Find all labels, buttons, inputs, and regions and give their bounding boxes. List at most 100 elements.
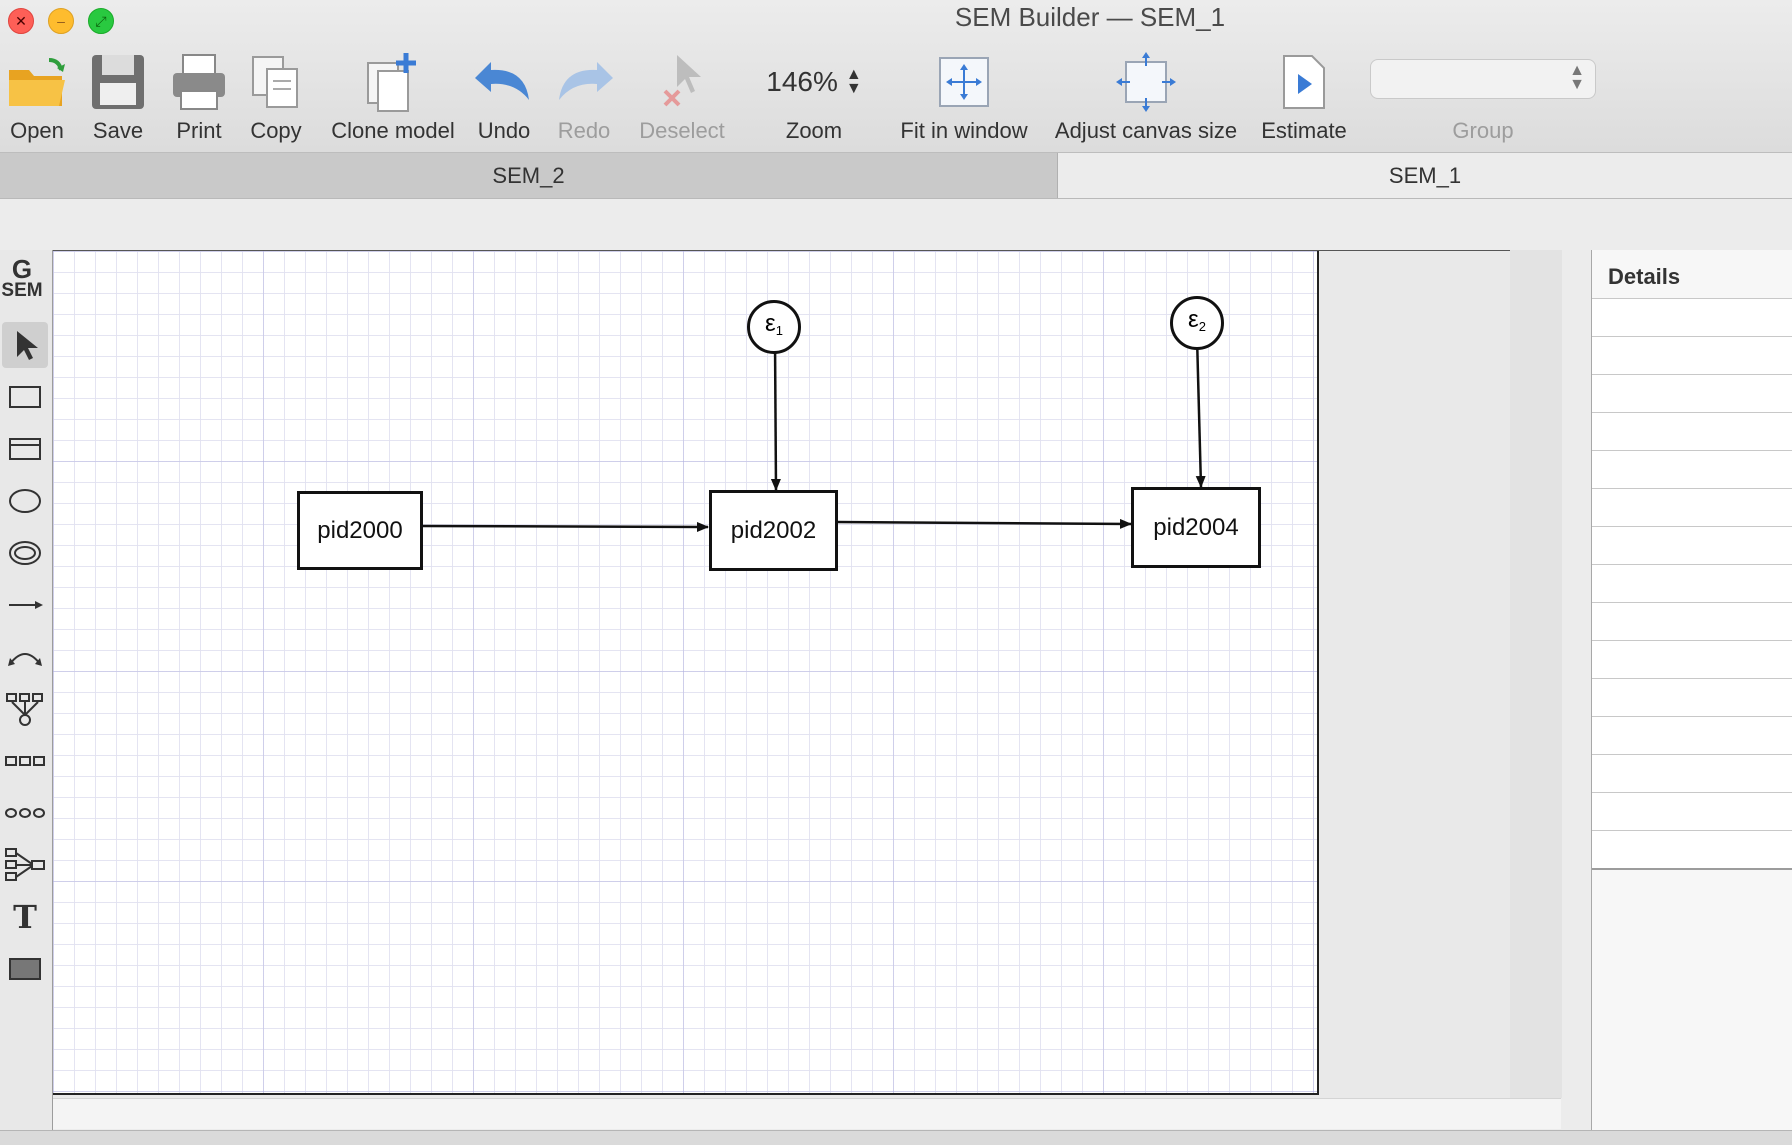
copy-button[interactable]: Copy xyxy=(244,46,308,146)
covariance-tool[interactable] xyxy=(2,634,48,680)
error-term-e2[interactable]: ε2 xyxy=(1170,296,1224,350)
paths-layer xyxy=(420,336,1206,532)
horizontal-scrollbar[interactable] xyxy=(53,1098,1561,1129)
measurement-component-icon xyxy=(6,693,43,726)
error-symbol: ε xyxy=(1188,306,1199,333)
arrow-right-icon xyxy=(9,601,43,609)
curved-arrow-icon xyxy=(8,653,42,666)
pointer-icon xyxy=(17,331,38,360)
details-row[interactable] xyxy=(1592,640,1792,679)
save-label: Save xyxy=(92,118,144,143)
print-button[interactable]: Print xyxy=(164,46,234,146)
redo-arrow-icon xyxy=(550,46,618,118)
group-label: Group xyxy=(1452,118,1514,143)
undo-arrow-icon xyxy=(470,46,538,118)
clone-model-button[interactable]: Clone model xyxy=(324,46,462,146)
status-bar xyxy=(0,1130,1792,1145)
regression-component-icon xyxy=(5,848,45,881)
details-row[interactable] xyxy=(1592,336,1792,375)
fit-in-window-label: Fit in window xyxy=(900,118,1028,143)
observed-variable-pid2000[interactable]: pid2000 xyxy=(297,491,423,570)
details-row[interactable] xyxy=(1592,678,1792,717)
latent-variable-tool[interactable] xyxy=(2,478,48,524)
zoom-label: Zoom xyxy=(785,118,843,143)
copy-documents-icon xyxy=(244,46,308,118)
text-t-icon: T xyxy=(13,898,37,936)
details-row[interactable] xyxy=(1592,754,1792,793)
path-e2-to-pid2004[interactable] xyxy=(1195,336,1206,488)
path-pid2002-to-pid2004[interactable] xyxy=(835,518,1132,529)
details-row[interactable] xyxy=(1592,716,1792,755)
clone-model-icon xyxy=(324,46,462,118)
group-control: Group xyxy=(1370,46,1596,146)
path-tool[interactable] xyxy=(2,582,48,628)
generalized-observed-tool[interactable] xyxy=(2,426,48,472)
close-window-button[interactable]: ✕ xyxy=(8,8,34,34)
double-ellipse-icon xyxy=(9,541,41,565)
measurement-component-tool[interactable] xyxy=(2,686,48,732)
error-index: 1 xyxy=(775,323,783,339)
tab-sem-1[interactable]: SEM_1 xyxy=(1058,153,1792,198)
details-row[interactable] xyxy=(1592,488,1792,527)
path-pid2000-to-pid2002[interactable] xyxy=(420,521,709,532)
adjust-canvas-size-label: Adjust canvas size xyxy=(1054,118,1238,143)
deselect-pointer-icon xyxy=(630,46,734,118)
open-button[interactable]: Open xyxy=(4,46,70,146)
details-row[interactable] xyxy=(1592,412,1792,451)
toolbar: ✕ – ⤢ SEM Builder — SEM_1 Open Save Prin… xyxy=(0,0,1792,153)
rectangle-icon xyxy=(9,386,41,408)
open-folder-icon xyxy=(4,46,70,118)
zoom-control[interactable]: 146% ▲▼ Zoom xyxy=(764,46,864,146)
fit-in-window-button[interactable]: Fit in window xyxy=(892,46,1036,146)
minimize-icon: – xyxy=(57,13,65,29)
deselect-label: Deselect xyxy=(639,118,725,143)
details-row[interactable] xyxy=(1592,374,1792,413)
tab-bar: SEM_2 SEM_1 xyxy=(0,153,1792,199)
multilevel-latent-tool[interactable] xyxy=(2,530,48,576)
copy-label: Copy xyxy=(250,118,302,143)
zoom-stepper-icon[interactable]: ▲▼ xyxy=(845,66,862,97)
error-term-e1[interactable]: ε1 xyxy=(747,300,801,354)
estimate-button[interactable]: Estimate xyxy=(1256,46,1352,146)
chevron-updown-icon: ▲▼ xyxy=(1569,62,1585,93)
diagram-canvas[interactable]: pid2000 pid2002 pid2004 ε1 ε2 xyxy=(53,251,1319,1095)
details-panel: Details xyxy=(1591,250,1792,1144)
ellipse-icon xyxy=(9,489,41,513)
observed-variable-pid2004[interactable]: pid2004 xyxy=(1131,487,1261,568)
observed-set-tool[interactable] xyxy=(2,738,48,784)
undo-button[interactable]: Undo xyxy=(470,46,538,146)
observed-variable-tool[interactable] xyxy=(2,374,48,420)
zoom-window-button[interactable]: ⤢ xyxy=(88,8,114,34)
redo-button[interactable]: Redo xyxy=(550,46,618,146)
details-row[interactable] xyxy=(1592,526,1792,565)
path-e1-to-pid2002[interactable] xyxy=(770,339,781,491)
save-disk-icon xyxy=(86,46,150,118)
adjust-canvas-size-button[interactable]: Adjust canvas size xyxy=(1048,46,1244,146)
adjust-canvas-icon xyxy=(1048,46,1244,118)
save-button[interactable]: Save xyxy=(86,46,150,146)
zoom-value: 146% xyxy=(766,66,838,97)
deselect-button[interactable]: Deselect xyxy=(630,46,734,146)
details-row[interactable] xyxy=(1592,564,1792,603)
vertical-scrollbar[interactable] xyxy=(1510,250,1562,1098)
text-tool[interactable]: T xyxy=(2,894,48,940)
open-label: Open xyxy=(10,118,64,143)
print-label: Print xyxy=(176,118,222,143)
group-select[interactable]: ▲▼ xyxy=(1370,59,1596,99)
details-row[interactable] xyxy=(1592,298,1792,337)
details-row[interactable] xyxy=(1592,602,1792,641)
select-tool[interactable] xyxy=(2,322,48,368)
redo-label: Redo xyxy=(557,118,611,143)
tab-sem-2[interactable]: SEM_2 xyxy=(0,153,1058,198)
regression-component-tool[interactable] xyxy=(2,842,48,888)
minimize-window-button[interactable]: – xyxy=(48,8,74,34)
details-row[interactable] xyxy=(1592,450,1792,489)
details-row[interactable] xyxy=(1592,830,1792,869)
observed-variable-pid2002[interactable]: pid2002 xyxy=(709,490,838,571)
window-title: SEM Builder — SEM_1 xyxy=(954,2,1226,32)
details-row[interactable] xyxy=(1592,792,1792,831)
latent-set-tool[interactable] xyxy=(2,790,48,836)
undo-label: Undo xyxy=(477,118,531,143)
area-tool[interactable] xyxy=(2,946,48,992)
gsem-logo-g: G xyxy=(11,254,33,284)
